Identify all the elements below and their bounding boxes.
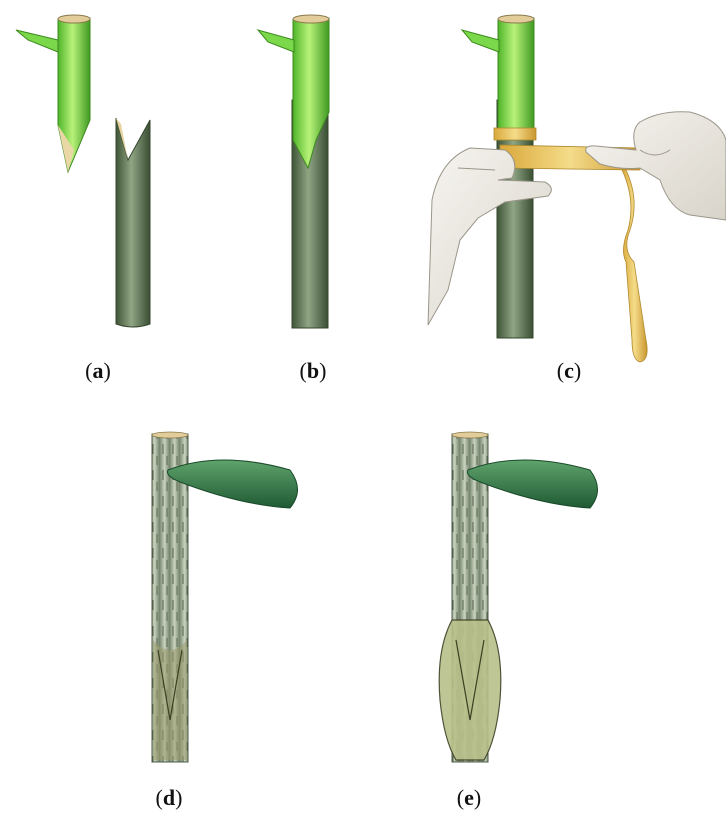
- scion: [16, 15, 90, 172]
- panel-d: [152, 432, 298, 762]
- panel-a: [16, 15, 150, 327]
- label-b: (b): [300, 358, 327, 383]
- rootstock: [116, 118, 150, 327]
- panel-b: [258, 15, 329, 328]
- label-e: (e): [457, 785, 481, 810]
- panel-e: [439, 432, 597, 762]
- label-a: (a): [85, 358, 111, 383]
- scion: [462, 15, 534, 140]
- right-gloved-hand: [586, 112, 726, 220]
- label-c: (c): [557, 358, 581, 383]
- label-d: (d): [156, 785, 183, 810]
- graft-union: [153, 640, 187, 760]
- panel-c: [428, 15, 726, 362]
- callus-swelling: [439, 620, 501, 760]
